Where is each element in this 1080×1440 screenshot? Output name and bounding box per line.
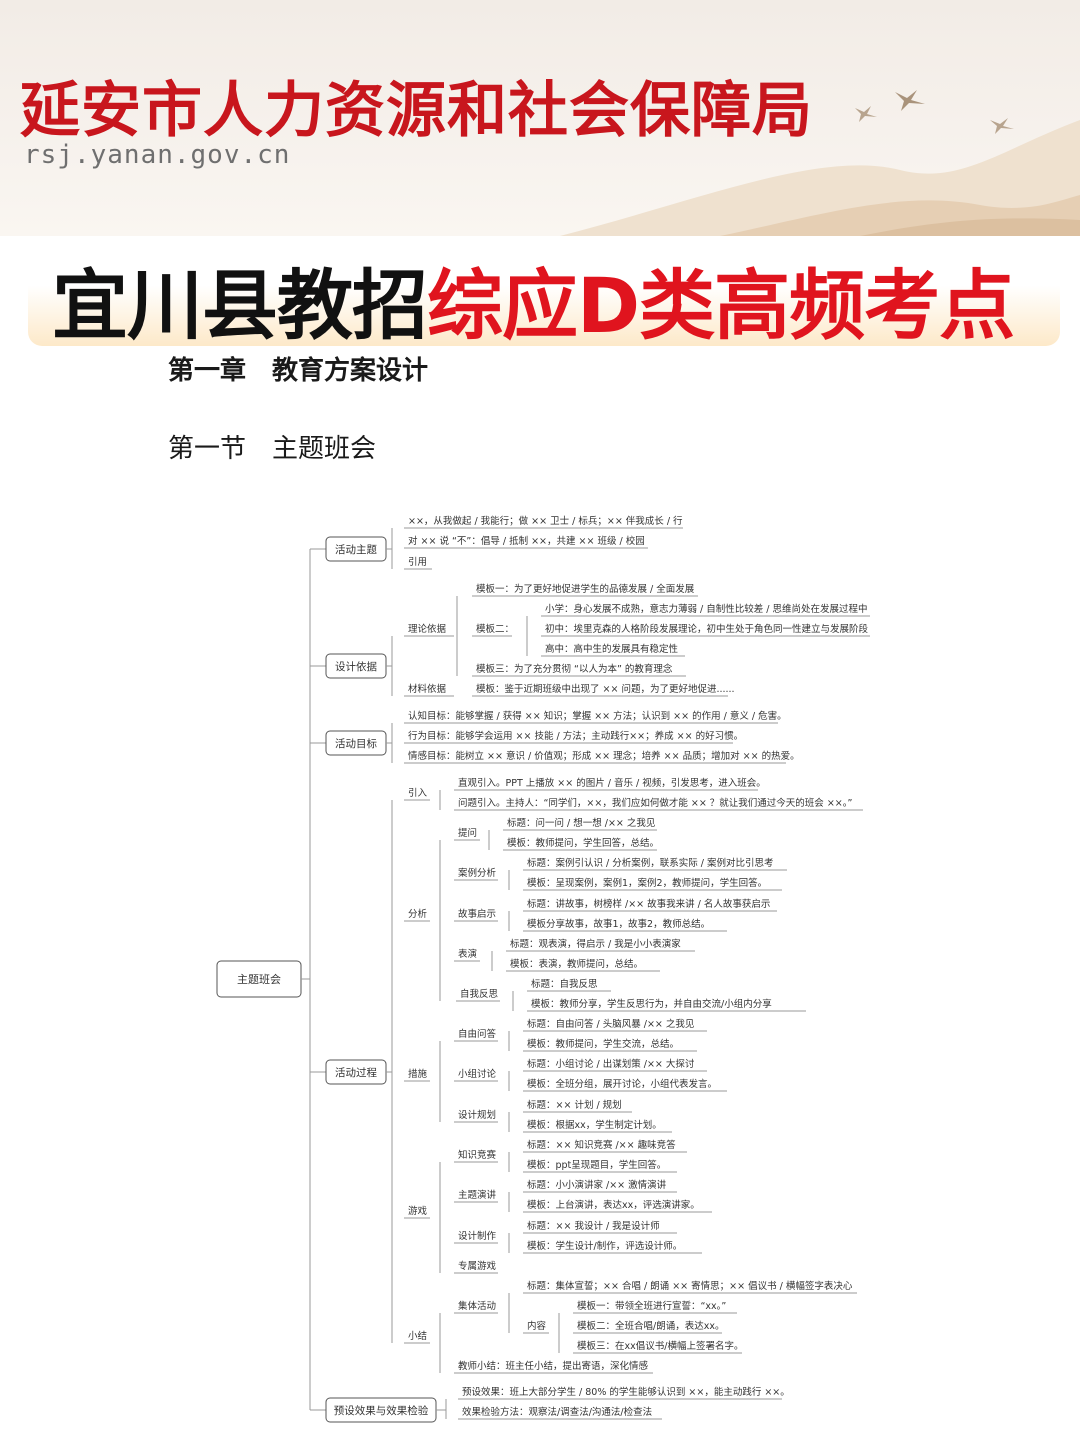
analysis-case-template: 模板：呈现案例，案例1，案例2，教师提问，学生回答。 <box>527 877 767 889</box>
chapter-title: 教育方案设计 <box>272 356 429 386</box>
goal-item: 情感目标：能树立 ×× 意识 / 价值观；形成 ×× 理念；培养 ×× 品质；增… <box>408 750 800 762</box>
collective-content: 内容 <box>527 1320 547 1332</box>
analysis-reflect-template: 模板：教师分享，学生反思行为，并自由交流/小组内分享 <box>531 998 772 1010</box>
games-design: 设计制作 <box>458 1230 497 1242</box>
organization-name: 延安市人力资源和社会保障局 <box>20 76 813 146</box>
section-title: 主题班会 <box>272 434 377 464</box>
process-games: 游戏 <box>408 1205 428 1217</box>
chapter-heading: 第一章教育方案设计 <box>168 350 428 387</box>
analysis-question: 提问 <box>458 827 477 839</box>
analysis-case: 案例分析 <box>458 867 497 879</box>
theme-item: ××，从我做起 / 我能行；做 ×× 卫士 / 标兵；×× 伴我成长 / 行 <box>408 515 683 527</box>
analysis-story-title: 标题：讲故事，树榜样 /×× 故事我来讲 / 名人故事获启示 <box>527 898 770 910</box>
games-design-template: 模板：学生设计/制作，评选设计师。 <box>527 1240 682 1252</box>
games-special: 专属游戏 <box>458 1260 497 1272</box>
games-quiz: 知识竞赛 <box>458 1149 497 1161</box>
landscape-decoration <box>560 90 1080 236</box>
collective-title: 标题：集体宣誓；×× 合唱 / 朗诵 ×× 寄情思；×× 倡议书 / 横幅签字表… <box>527 1280 853 1292</box>
analysis-story: 故事启示 <box>458 908 496 920</box>
measures-group-title: 标题：小组讨论 / 出谋划策 /×× 大探讨 <box>527 1058 695 1070</box>
content-item: 模板二：全班合唱/朗诵，表达xx。 <box>577 1320 724 1332</box>
node-evaluation: 预设效果与效果检验 <box>334 1404 429 1417</box>
analysis-question-template: 模板：教师提问，学生回答，总结。 <box>507 837 659 849</box>
node-activity-goals: 活动目标 <box>335 738 377 750</box>
games-quiz-title: 标题：×× 知识竞赛 /×× 趣味竞答 <box>527 1139 676 1151</box>
theory-template: 模板一：为了更好地促进学生的品德发展 / 全面发展 <box>476 583 695 595</box>
summary-collective: 集体活动 <box>458 1300 496 1312</box>
node-activity-theme: 活动主题 <box>335 544 377 556</box>
analysis-perform-template: 模板：表演，教师提问，总结。 <box>510 958 643 970</box>
games-quiz-template: 模板：ppt呈现题目，学生回答。 <box>527 1159 666 1171</box>
bird-icon <box>895 90 925 111</box>
node-activity-process: 活动过程 <box>335 1066 377 1079</box>
analysis-question-title: 标题：问一问 / 想一想 /×× 之我见 <box>507 817 655 829</box>
measures-free-title: 标题：自由问答 / 头脑风暴 /×× 之我见 <box>527 1018 694 1030</box>
games-design-title: 标题：×× 我设计 / 我是设计师 <box>527 1220 660 1232</box>
theory-basis: 理论依据 <box>408 623 447 635</box>
material-template: 模板：鉴于近期班级中出现了 ×× 问题，为了更好地促进...... <box>476 683 735 695</box>
process-intro: 引入 <box>408 788 428 799</box>
page-title: 宜川县教招综应D类高频考点 <box>52 244 1015 354</box>
games-speech: 主题演讲 <box>458 1189 497 1201</box>
root-node: 主题班会 <box>237 973 281 986</box>
analysis-story-template: 模板分享故事，故事1，故事2，教师总结。 <box>527 918 710 930</box>
evaluation-item: 效果检验方法：观察法/调查法/沟通法/检查法 <box>462 1406 652 1418</box>
section-heading: 第一节主题班会 <box>168 428 376 465</box>
measures-free-template: 模板：教师提问，学生交流，总结。 <box>527 1038 679 1050</box>
evaluation-item: 预设效果：班上大部分学生 / 80% 的学生能够认识到 ××，能主动践行 ××。 <box>462 1386 790 1398</box>
node-design-basis: 设计依据 <box>335 660 377 673</box>
title-part-red: 综应D类高频考点 <box>427 261 1015 350</box>
organization-url: rsj.yanan.gov.cn <box>24 140 291 170</box>
goal-item: 认知目标：能够掌握 / 获得 ×× 知识；掌握 ×× 方法；认识到 ×× 的作用… <box>408 710 787 722</box>
analysis-reflect-title: 标题：自我反思 <box>531 978 598 990</box>
analysis-case-title: 标题：案例引认识 / 分析案例，联系实际 / 案例对比引思考 <box>527 857 773 869</box>
measures-free: 自由问答 <box>458 1028 497 1040</box>
intro-item: 直观引入。PPT 上播放 ×× 的图片 / 音乐 / 视频，引发思考，进入班会。 <box>458 777 766 789</box>
measures-plan-template: 模板：根据xx，学生制定计划。 <box>527 1119 662 1131</box>
bird-icon <box>990 118 1014 134</box>
measures-group: 小组讨论 <box>458 1068 497 1080</box>
material-basis: 材料依据 <box>408 683 447 695</box>
analysis-perform: 表演 <box>458 948 477 960</box>
theory-sub: 小学：身心发展不成熟，意志力薄弱 / 自制性比较差 / 思维尚处在发展过程中 <box>545 603 867 615</box>
measures-group-template: 模板：全班分组，展开讨论，小组代表发言。 <box>527 1078 717 1090</box>
process-measures: 措施 <box>408 1068 428 1080</box>
bird-icon <box>855 106 877 122</box>
section-label: 第一节 <box>168 434 247 464</box>
measures-plan-title: 标题：×× 计划 / 规划 <box>527 1099 622 1111</box>
games-speech-title: 标题：小小演讲家 /×× 激情演讲 <box>527 1179 667 1191</box>
theory-template: 模板二： <box>476 623 514 635</box>
theory-sub: 初中：埃里克森的人格阶段发展理论，初中生处于角色同一性建立与发展阶段 <box>545 623 869 635</box>
analysis-perform-title: 标题：观表演，得启示 / 我是小小表演家 <box>510 938 681 950</box>
chapter-label: 第一章 <box>168 356 247 386</box>
games-speech-template: 模板：上台演讲，表达xx，评选演讲家。 <box>527 1199 700 1211</box>
theme-item: 对 ×× 说 “不”：倡导 / 抵制 ××，共建 ×× 班级 / 校园 <box>408 535 645 547</box>
analysis-reflect: 自我反思 <box>460 988 499 1000</box>
header-banner: 延安市人力资源和社会保障局 rsj.yanan.gov.cn <box>0 0 1080 236</box>
teacher-summary: 教师小结：班主任小结，提出寄语，深化情感 <box>458 1360 649 1372</box>
goal-item: 行为目标：能够学会运用 ×× 技能 / 方法；主动践行××；养成 ×× 的好习惯… <box>408 730 743 742</box>
theme-item: 引用 <box>408 557 427 568</box>
theory-sub: 高中：高中生的发展具有稳定性 <box>545 643 679 655</box>
content-item: 模板一：带领全班进行宣誓：“xx。” <box>577 1300 726 1312</box>
intro-item: 问题引入。主持人：“同学们，××，我们应如何做才能 ×× ？就让我们通过今天的班… <box>458 797 852 809</box>
theory-template: 模板三：为了充分贯彻 “以人为本” 的教育理念 <box>476 663 673 675</box>
measures-plan: 设计规划 <box>458 1109 496 1121</box>
title-part-black: 宜川县教招 <box>52 261 428 350</box>
process-analysis: 分析 <box>408 908 428 920</box>
process-summary: 小结 <box>408 1330 427 1342</box>
title-bar: 宜川县教招综应D类高频考点 <box>28 236 1060 350</box>
content-item: 模板三：在xx倡议书/横幅上签署名字。 <box>577 1340 743 1352</box>
